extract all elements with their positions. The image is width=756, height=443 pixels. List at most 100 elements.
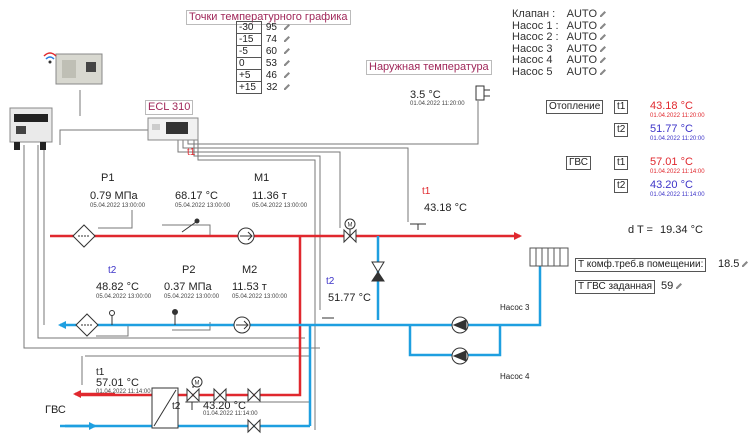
meter-t1-tag: t1 [187, 147, 196, 158]
dhw-sensor-t2-value: 43.20 °C [203, 400, 246, 412]
pencil-icon[interactable] [675, 282, 683, 290]
heating-t2-tag: t2 [614, 123, 629, 137]
meter-m1-value: 11.36 т [252, 190, 287, 202]
pencil-icon[interactable] [283, 23, 291, 31]
svg-text:M: M [195, 381, 200, 387]
pump4-label: Насос 4 [500, 372, 530, 381]
mode-value[interactable]: AUTO [566, 42, 597, 55]
pencil-icon[interactable] [283, 59, 291, 67]
control-row-pump4: Насос 4 AUTO [512, 54, 607, 67]
dhw-label: ГВС [566, 156, 591, 170]
heating-label: Отопление [546, 100, 604, 114]
dhw-t2-value: 43.20 °C [650, 179, 693, 191]
schedule-title: Точки температурного графика [186, 10, 351, 25]
control-label: Насос 3 [512, 42, 553, 55]
supply-point[interactable]: 74 [265, 34, 277, 45]
pencil-icon[interactable] [283, 35, 291, 43]
meter-m2-tag: M2 [242, 264, 258, 276]
mode-value[interactable]: AUTO [566, 54, 597, 66]
mode-value[interactable]: AUTO [566, 31, 597, 43]
pencil-icon[interactable] [599, 33, 607, 41]
control-label: Насос 4 [512, 54, 553, 66]
dhw-control-valve-icon: M [186, 376, 203, 403]
meter-p2-tag: P2 [182, 264, 196, 276]
control-row-pump1: Насос 1 : AUTO [512, 19, 607, 33]
meter-t2-value: 48.82 °C [96, 281, 139, 293]
pencil-icon[interactable] [283, 71, 291, 79]
pencil-icon[interactable] [283, 47, 291, 55]
meter-m2-value: 11.53 т [232, 281, 267, 293]
ecl-controller-icon [147, 117, 199, 141]
heat-sensor-t1-tag: t1 [422, 186, 431, 197]
controller-label: ECL 310 [145, 100, 194, 115]
dhw-sensor-t2-time: 01.04.2022 11:14:00 [203, 411, 258, 417]
control-label: Насос 1 : [512, 19, 559, 32]
dhw-section-label: ГВС [45, 404, 66, 416]
outdoor-temp-value: 3.5 °C [410, 89, 441, 101]
dhw-t2-tag: t2 [614, 179, 629, 193]
meter-t1-value: 68.17 °C [175, 190, 218, 202]
pencil-icon[interactable] [599, 45, 607, 53]
meter-t2-time: 05.04.2022 13:00:00 [96, 294, 152, 300]
heating-t1-value: 43.18 °C [650, 100, 693, 112]
meter-p1-tag: P1 [101, 172, 115, 184]
mode-value[interactable]: AUTO [566, 8, 597, 20]
outdoor-temp-time: 01.04.2022 11:20:00 [410, 101, 465, 107]
temperature-probe-icon [109, 218, 426, 325]
outdoor-point: -5 [236, 45, 262, 58]
pencil-icon[interactable] [599, 10, 607, 18]
dhw-sensor-t2-tag: t2 [172, 401, 181, 412]
control-label: Насос 5 [512, 65, 553, 78]
control-modes: Клапан :AUTO Насос 1 :AUTO Насос 2 :AUTO… [512, 8, 607, 79]
meter-m1-time: 05.04.2022 13:00:00 [252, 203, 308, 209]
outdoor-point: -30 [236, 21, 262, 34]
supply-point[interactable]: 95 [265, 22, 277, 33]
wifi-icon [43, 52, 57, 64]
check-valve-icon [371, 261, 385, 282]
dhw-setpoint-value[interactable]: 59 [661, 280, 683, 293]
outdoor-point: +15 [236, 81, 262, 94]
mode-value[interactable]: AUTO [566, 65, 597, 78]
dhw-t1-time: 01.04.2022 11:14:00 [650, 169, 705, 175]
supply-point[interactable]: 32 [266, 82, 278, 93]
dhw-t2-time: 01.04.2022 11:14:00 [650, 192, 705, 198]
dhw-t1-value: 57.01 °C [650, 156, 693, 168]
outdoor-point: +5 [236, 69, 262, 82]
supply-point[interactable]: 53 [265, 58, 277, 69]
meter-m1-tag: M1 [254, 172, 270, 184]
meter-m2-time: 05.04.2022 13:00:00 [232, 294, 288, 300]
mode-value[interactable]: AUTO [566, 19, 597, 32]
heat-exchanger-icon [151, 387, 198, 429]
pump-icon [451, 316, 469, 365]
dhw-sensor-t1-tag: t1 [96, 367, 105, 378]
pencil-icon[interactable] [599, 56, 607, 64]
heating-t2-time: 01.04.2022 11:20:00 [650, 136, 705, 142]
dhw-t1-tag: t1 [614, 156, 629, 170]
table-row: +15 32 [236, 81, 292, 94]
pump3-label: Насос 3 [500, 303, 530, 312]
heating-t2-value: 51.77 °C [650, 123, 693, 135]
dhw-sensor-t1-time: 01.04.2022 11:14:00 [96, 389, 151, 395]
control-label: Насос 2 : [512, 31, 559, 43]
room-temp-setpoint-value[interactable]: 18.5 [718, 258, 749, 271]
room-temp-setpoint-label: T комф.треб.в помещении: [575, 258, 707, 272]
outdoor-temp-title: Наружная температура [366, 60, 492, 75]
pencil-icon[interactable] [741, 260, 749, 268]
pencil-icon[interactable] [283, 83, 291, 91]
control-row-pump5: Насос 5 AUTO [512, 65, 607, 79]
control-row-pump3: Насос 3 AUTO [512, 42, 607, 56]
pencil-icon[interactable] [599, 22, 607, 30]
supply-point[interactable]: 60 [265, 46, 277, 57]
meter-p1-time: 05.04.2022 13:00:00 [90, 203, 146, 209]
meter-p2-time: 05.04.2022 13:00:00 [164, 294, 220, 300]
pencil-icon[interactable] [599, 68, 607, 76]
supply-pipes [50, 232, 522, 398]
supply-point[interactable]: 46 [265, 70, 277, 81]
heat-meter-icon [9, 107, 53, 150]
signal-wires [23, 90, 479, 430]
outdoor-point: 0 [236, 57, 262, 70]
